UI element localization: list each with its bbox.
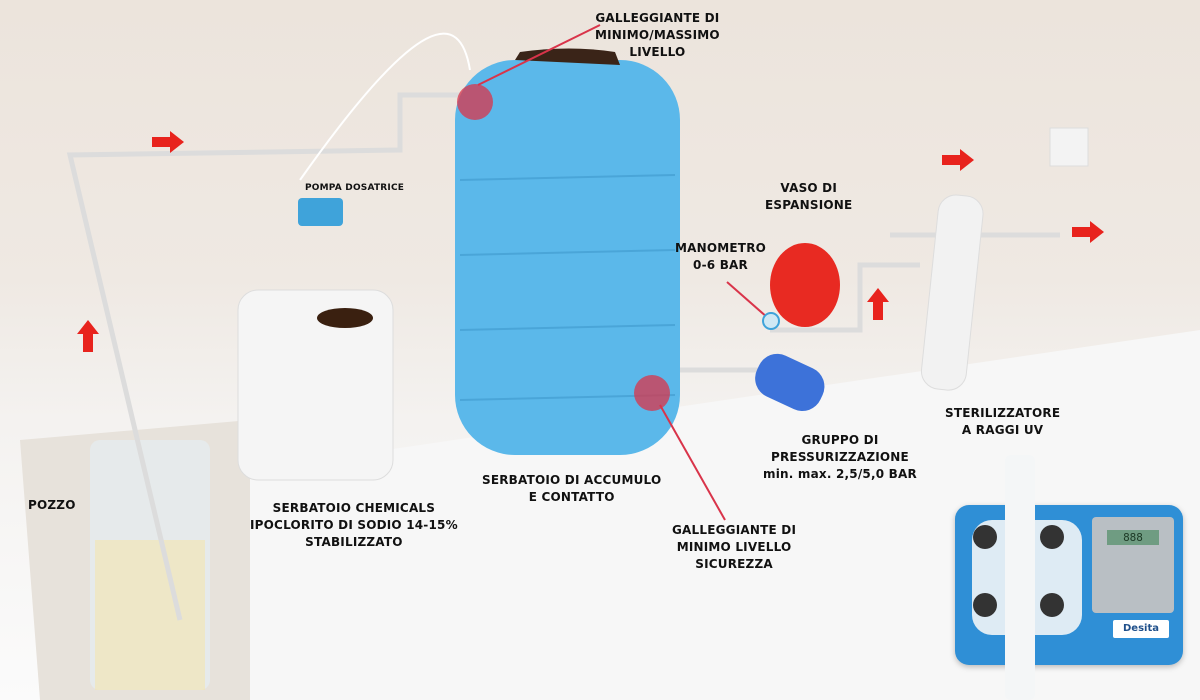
arrow-up-icon xyxy=(867,288,889,320)
float-marker-bottom xyxy=(634,375,670,411)
label-line: SERBATOIO CHEMICALS xyxy=(272,501,436,515)
label-pressurization: GRUPPO DI PRESSURIZZAZIONE min. max. 2,5… xyxy=(763,432,917,483)
pressurization-pump xyxy=(755,353,825,412)
label-expansion-vessel: VASO DI ESPANSIONE xyxy=(765,180,852,214)
leader-line xyxy=(477,24,601,86)
arrow-up-icon xyxy=(77,320,99,352)
label-storage-tank: SERBATOIO DI ACCUMULO E CONTATTO xyxy=(482,472,661,506)
arrow-right-icon xyxy=(152,131,184,153)
label-line: A RAGGI UV xyxy=(961,423,1044,437)
expansion-vessel xyxy=(770,243,840,327)
chemical-tank-cap xyxy=(317,308,373,328)
storage-tank xyxy=(455,60,680,455)
label-line: GALLEGGIANTE DI xyxy=(672,523,797,537)
manometer xyxy=(762,312,780,330)
dosing-pump-small xyxy=(298,198,343,226)
label-well: POZZO xyxy=(28,498,76,512)
well-water xyxy=(95,540,205,690)
label-line: ESPANSIONE xyxy=(765,198,853,212)
label-line: MINIMO LIVELLO xyxy=(676,540,792,554)
label-chemical-tank: SERBATOIO CHEMICALS IPOCLORITO DI SODIO … xyxy=(250,500,458,551)
label-float-bottom: GALLEGGIANTE DI MINIMO LIVELLO SICUREZZA xyxy=(672,522,796,573)
label-manometer: MANOMETRO 0-6 BAR xyxy=(675,240,766,274)
table-surface xyxy=(190,330,1200,700)
label-line: VASO DI xyxy=(780,181,838,195)
uv-control-box xyxy=(1049,127,1089,167)
dosing-line xyxy=(299,32,471,181)
uv-sterilizer xyxy=(920,194,984,391)
label-line: min. max. 2,5/5,0 BAR xyxy=(763,467,917,481)
label-line: IPOCLORITO DI SODIO 14-15% xyxy=(250,518,458,532)
label-line: GALLEGGIANTE DI xyxy=(595,11,720,25)
chemical-tank xyxy=(237,289,394,481)
pump-display: 888 xyxy=(1107,530,1159,545)
label-line: MINIMO/MASSIMO xyxy=(595,28,720,42)
label-float-top: GALLEGGIANTE DI MINIMO/MASSIMO LIVELLO xyxy=(595,10,720,61)
leader-line xyxy=(726,281,769,319)
label-line: PRESSURIZZAZIONE xyxy=(771,450,909,464)
label-line: STABILIZZATO xyxy=(305,535,403,549)
label-line: 0-6 BAR xyxy=(693,258,748,272)
float-marker-top xyxy=(457,84,493,120)
label-line: GRUPPO DI xyxy=(801,433,879,447)
leader-line xyxy=(659,404,726,521)
label-uv-sterilizer: STERILIZZATORE A RAGGI UV xyxy=(945,405,1060,439)
label-line: STERILIZZATORE xyxy=(945,406,1061,420)
label-line: LIVELLO xyxy=(629,45,686,59)
flow-arrows xyxy=(77,131,1104,352)
label-line: SICUREZZA xyxy=(695,557,773,571)
label-line: MANOMETRO xyxy=(675,241,767,255)
label-dosing-pump: POMPA DOSATRICE xyxy=(305,183,405,193)
arrow-right-icon xyxy=(942,149,974,171)
label-line: E CONTATTO xyxy=(528,490,615,504)
label-line: SERBATOIO DI ACCUMULO xyxy=(482,473,662,487)
tank-lid xyxy=(515,48,620,65)
brand-logo: Desita xyxy=(1113,620,1169,638)
arrow-right-icon xyxy=(1072,221,1104,243)
